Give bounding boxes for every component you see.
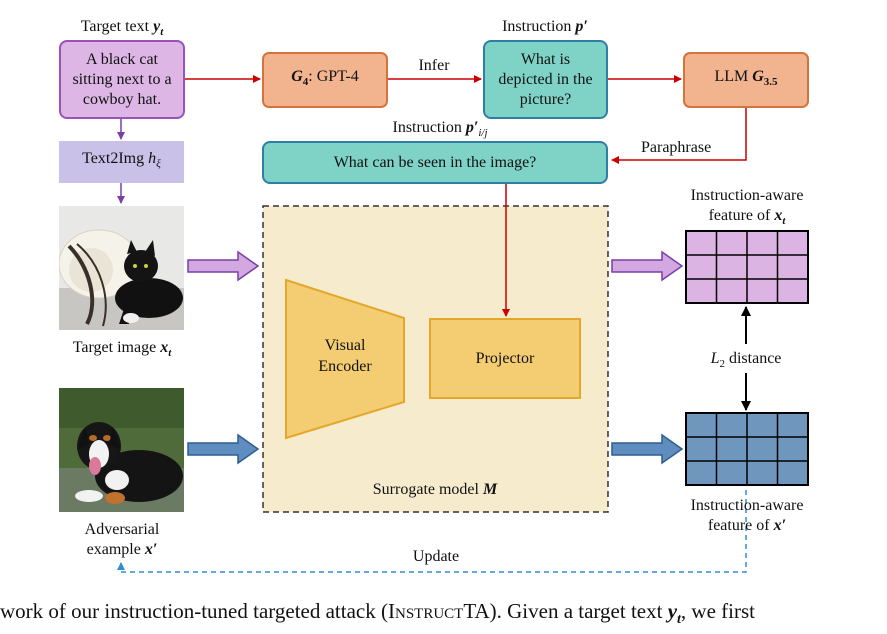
feature-adversarial-label: Instruction-aware feature of x′ <box>690 497 804 534</box>
adversarial-image-dog <box>59 388 184 512</box>
target-text-content: A black cat sitting next to a cowboy hat… <box>72 50 172 108</box>
projector-label: Projector <box>475 349 535 367</box>
update-label: Update <box>412 548 460 565</box>
text2img-box: Text2Img hξ <box>59 141 184 183</box>
feature-grid-target <box>685 230 809 304</box>
adversarial-example-label: Adversarial example x′ <box>84 521 160 558</box>
infer-label: Infer <box>418 57 450 74</box>
llm-label: LLM G3.5 <box>714 68 778 89</box>
projector-box: Projector <box>429 318 581 399</box>
block-arrow-feature-t <box>611 250 684 282</box>
instruction-p-label: Instruction p′ <box>502 18 588 35</box>
figure-caption: work of our instruction-tuned targeted a… <box>0 599 755 628</box>
question-box: What is depicted in the picture? <box>483 40 608 119</box>
paraphrased-instruction-text: What can be seen in the image? <box>333 153 537 171</box>
visual-encoder-shape <box>285 278 405 440</box>
text2img-label: Text2Img hξ <box>82 150 161 171</box>
gpt4-box: G4: GPT-4 <box>262 52 388 108</box>
feature-target-label: Instruction-aware feature of xt <box>690 187 804 228</box>
block-arrow-target-image <box>187 250 260 282</box>
target-image-cat <box>59 206 184 330</box>
gpt4-label: G4: GPT-4 <box>291 68 359 89</box>
llm-box: LLM G3.5 <box>683 52 809 108</box>
target-text-label: Target text yt <box>80 18 164 39</box>
feature-grid-adversarial <box>685 412 809 486</box>
block-arrow-adversarial <box>187 433 260 465</box>
question-text: What is depicted in the picture? <box>498 50 593 108</box>
visual-encoder-label: Visual Encoder <box>318 337 372 375</box>
target-image-label: Target image xt <box>72 339 172 360</box>
block-arrow-feature-adv <box>611 433 684 465</box>
surrogate-model-label: Surrogate model M <box>372 481 498 498</box>
paraphrased-instruction-box: What can be seen in the image? <box>262 141 608 184</box>
instruction-pij-label: Instruction p′i/j <box>392 119 488 140</box>
paraphrase-label: Paraphrase <box>641 139 712 156</box>
target-text-box: A black cat sitting next to a cowboy hat… <box>59 40 185 119</box>
arrow-llm-paraphrase <box>611 108 747 164</box>
l2-distance-label: L2 distance <box>690 350 802 374</box>
update-loop-arrow <box>117 490 747 573</box>
